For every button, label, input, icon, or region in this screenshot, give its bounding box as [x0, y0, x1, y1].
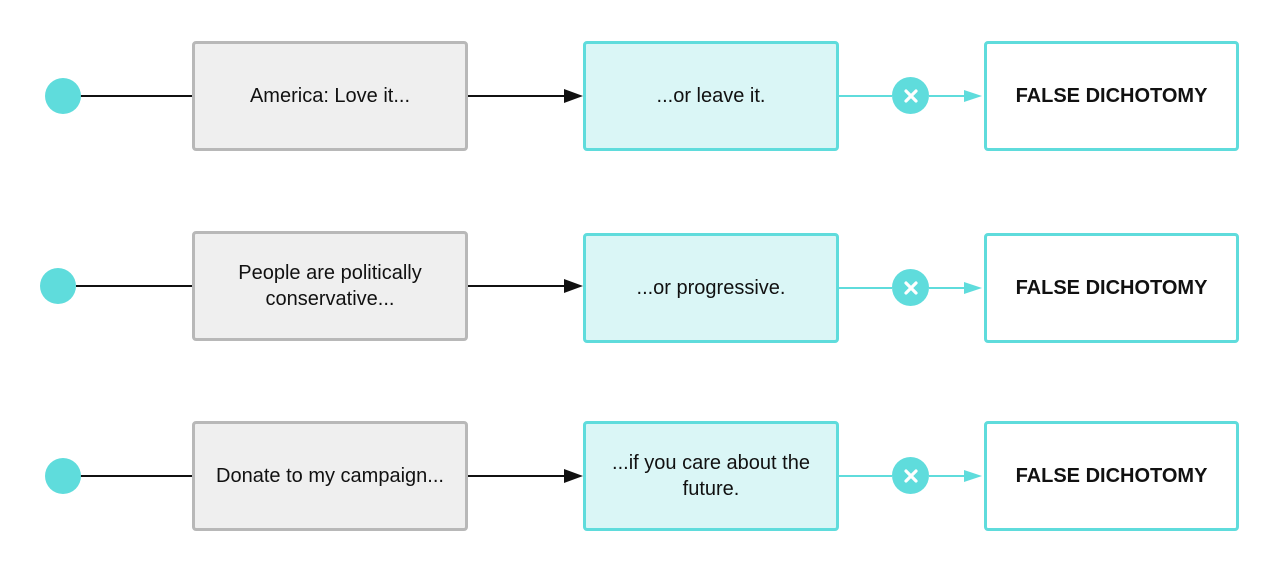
verdict-box: FALSE DICHOTOMY: [984, 233, 1239, 343]
close-icon: [892, 269, 929, 306]
premise-text: Donate to my campaign...: [216, 465, 444, 487]
flow-row-2: People are politically conservative... .…: [0, 230, 1280, 343]
start-node: [45, 78, 81, 114]
arrowhead: [564, 89, 583, 103]
alternative-box: ...or leave it.: [583, 41, 839, 151]
arrowhead: [964, 470, 982, 482]
arrowhead: [964, 282, 982, 294]
close-icon: [892, 457, 929, 494]
row-2-connectors: [76, 279, 982, 294]
arrowhead: [564, 469, 583, 483]
alternative-box: ...if you care about the future.: [583, 421, 839, 531]
alternative-box: ...or progressive.: [583, 233, 839, 343]
verdict-box: FALSE DICHOTOMY: [984, 421, 1239, 531]
premise-box: People are politically conservative...: [192, 231, 468, 341]
arrowhead: [564, 279, 583, 293]
arrowhead: [964, 90, 982, 102]
row-1-connectors: [80, 89, 982, 103]
flow-row-1: America: Love it... ...or leave it. FALS…: [0, 40, 1280, 152]
start-node: [40, 268, 76, 304]
close-icon: [892, 77, 929, 114]
verdict-text: FALSE DICHOTOMY: [1015, 276, 1208, 299]
row-3-connectors: [80, 469, 982, 483]
alternative-text: ...if you care about the future.: [612, 452, 810, 500]
verdict-box: FALSE DICHOTOMY: [984, 41, 1239, 151]
alternative-text: ...or progressive.: [636, 277, 786, 299]
alternative-text: ...or leave it.: [656, 85, 766, 107]
verdict-text: FALSE DICHOTOMY: [1015, 84, 1208, 107]
flow-row-3: Donate to my campaign... ...if you care …: [0, 420, 1280, 532]
premise-text: America: Love it...: [249, 85, 411, 107]
premise-box: America: Love it...: [192, 41, 468, 151]
verdict-text: FALSE DICHOTOMY: [1015, 464, 1208, 487]
premise-box: Donate to my campaign...: [192, 421, 468, 531]
premise-text: People are politically conservative...: [238, 262, 422, 310]
start-node: [45, 458, 81, 494]
